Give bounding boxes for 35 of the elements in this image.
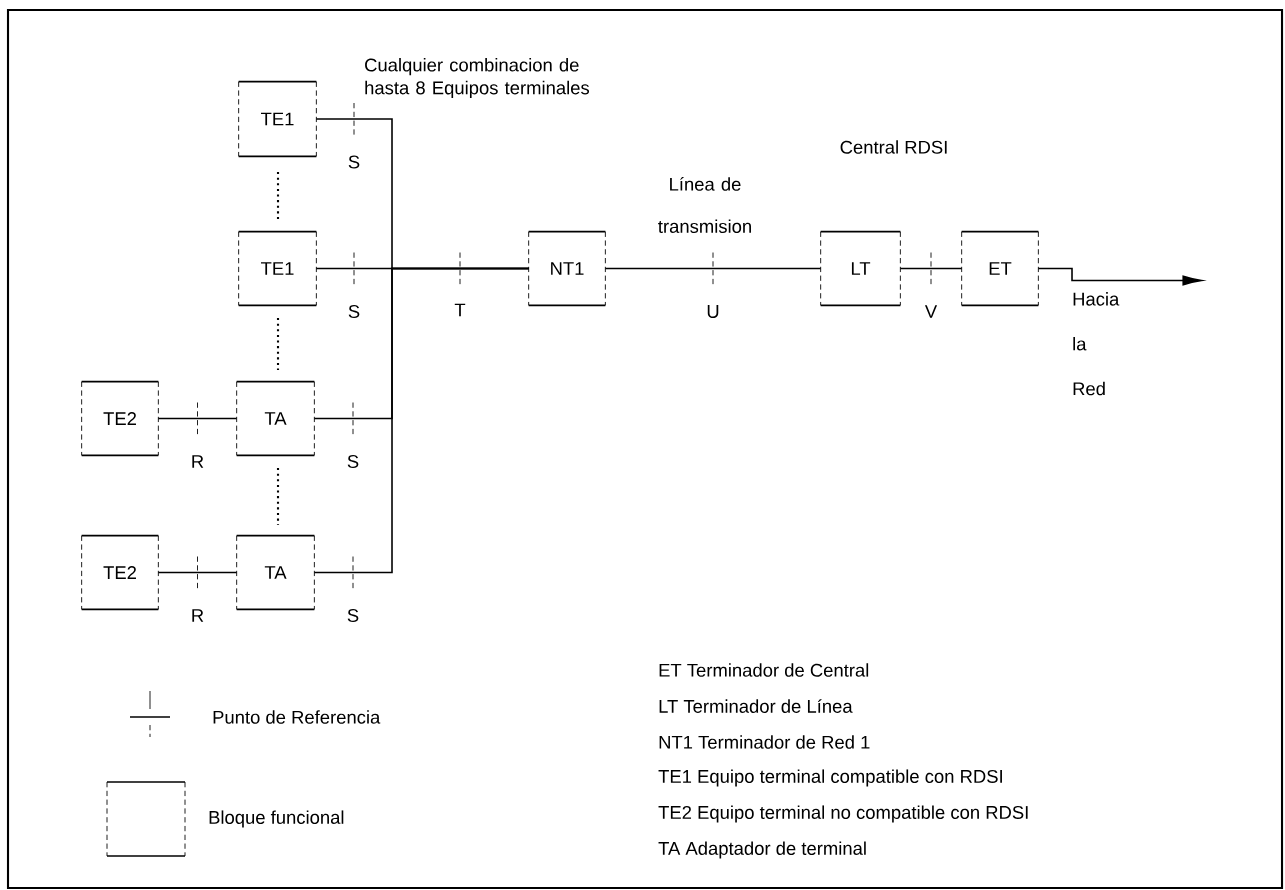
- legend-text: Bloque funcional: [209, 810, 344, 828]
- note-text: Central RDSI: [840, 140, 947, 154]
- functional-block: TE1: [237, 230, 318, 307]
- edge-label: S: [345, 607, 361, 624]
- edge-label: R: [189, 607, 206, 624]
- functional-block: TE2: [80, 534, 160, 611]
- note-text: T: [454, 303, 466, 317]
- edge-label: U: [704, 303, 722, 320]
- connector: [157, 417, 238, 420]
- note-text: TE1 Equipo terminal compatible con RDSI: [658, 769, 1002, 787]
- edge-label: V: [923, 303, 939, 320]
- connector: [313, 267, 530, 574]
- note-text: TE2 Equipo terminal no compatible con RDSI: [658, 805, 1028, 823]
- connector: [157, 571, 238, 574]
- functional-block: ET: [960, 230, 1040, 307]
- legend-text: Punto de Referencia: [213, 710, 381, 724]
- edge-label: S: [346, 303, 362, 320]
- functional-block: TA: [235, 534, 316, 611]
- functional-block: TE2: [80, 380, 160, 457]
- functional-block: TA: [235, 380, 316, 457]
- note-text: Línea de transmision: [658, 177, 751, 233]
- functional-block: LT: [819, 230, 902, 307]
- functional-block: TE1: [237, 80, 318, 158]
- note-text: TA Adaptador de terminal: [658, 841, 866, 859]
- connector: [899, 267, 963, 270]
- connector: [604, 267, 822, 270]
- edge-label: S: [345, 453, 361, 470]
- note-text: Cualquier combinacion de hasta 8 Equipos terminales: [365, 58, 590, 99]
- note-text: NT1 Terminador de Red 1: [659, 735, 870, 749]
- note-text: LT Terminador de Línea: [659, 699, 853, 713]
- note-text: ET Terminador de Central: [659, 663, 869, 677]
- edge-label: R: [189, 453, 206, 470]
- note-text: Hacia la Red: [1073, 292, 1120, 396]
- edge-label: S: [346, 153, 362, 171]
- functional-block: NT1: [527, 230, 607, 307]
